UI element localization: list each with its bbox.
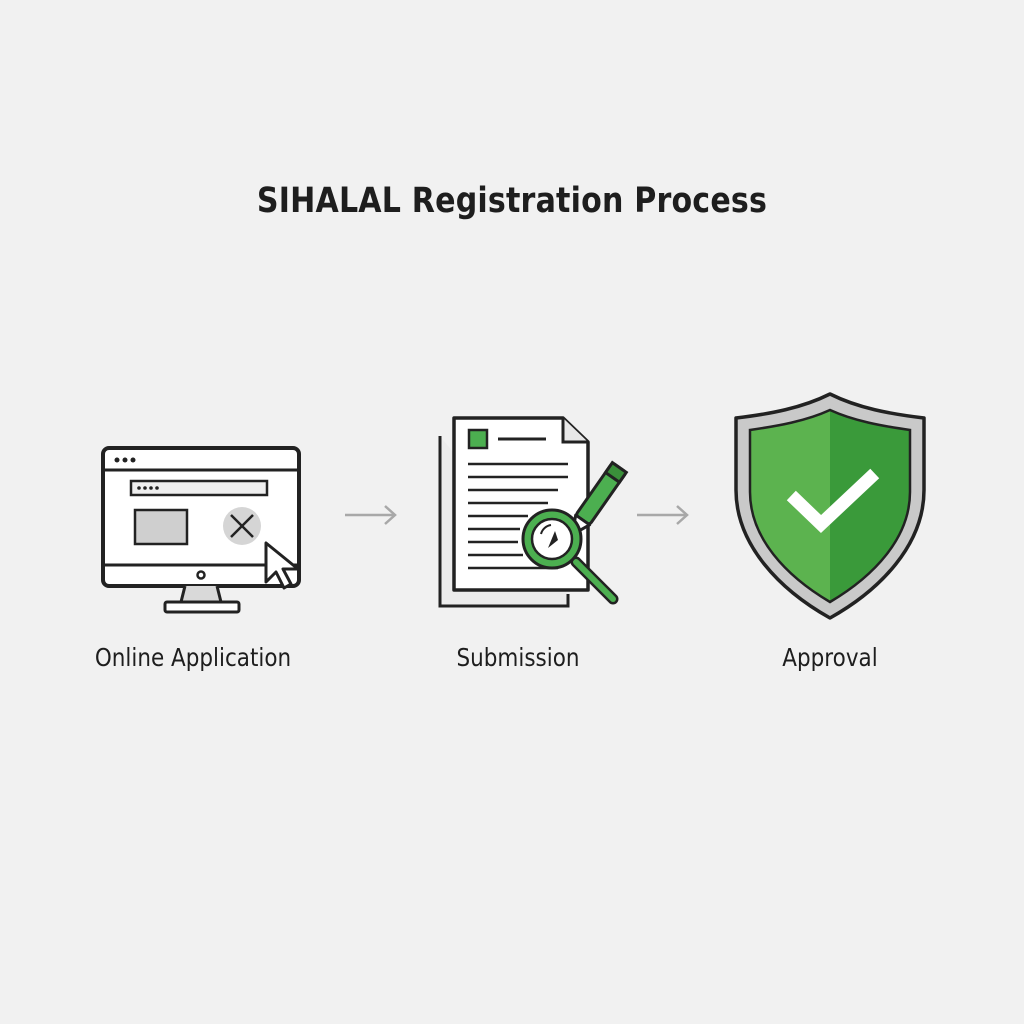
shield-check-icon xyxy=(734,392,926,620)
step-approval: Approval xyxy=(710,380,950,690)
arrow-right-icon xyxy=(345,505,397,525)
page-title: SIHALAL Registration Process xyxy=(256,181,768,221)
document-magnifier-icon xyxy=(438,416,629,608)
step-label: Submission xyxy=(456,643,580,672)
step-online-application: Online Application xyxy=(73,380,313,690)
computer-monitor-icon xyxy=(101,446,301,614)
step-submission: Submission xyxy=(398,380,638,690)
step-label: Online Application xyxy=(94,643,292,672)
arrow-right-icon xyxy=(637,505,689,525)
step-label: Approval xyxy=(782,643,878,672)
